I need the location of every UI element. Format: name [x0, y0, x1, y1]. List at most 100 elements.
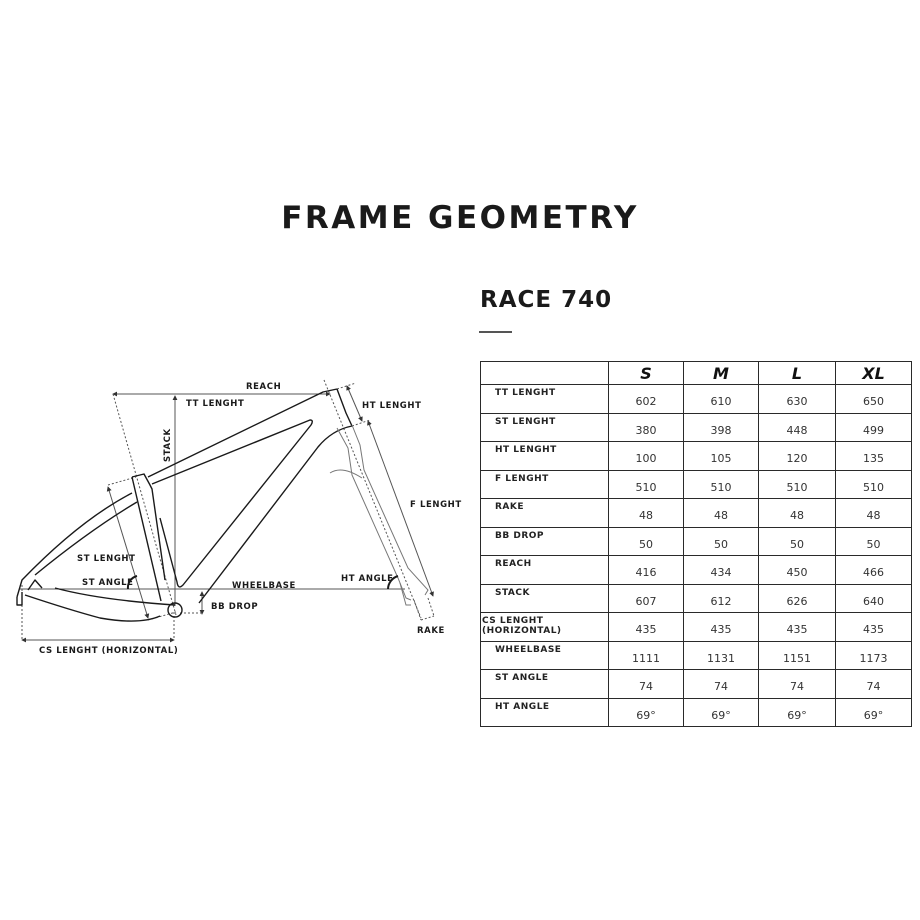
cell-value: 610 [683, 384, 759, 414]
label-bb-drop: BB DROP [211, 602, 258, 612]
cell-value: 380 [608, 412, 684, 442]
table-row: WHEELBASE 1111 1131 1151 1173 [480, 640, 912, 670]
label-st-angle: ST ANGLE [82, 578, 134, 588]
cell-value: 434 [683, 555, 759, 585]
header-size-s: S [608, 361, 684, 385]
cell-value: 650 [835, 384, 912, 414]
row-label: STACK [480, 583, 609, 613]
header-size-m: M [683, 361, 759, 385]
cell-value: 50 [758, 526, 836, 556]
bike-frame [16, 388, 353, 622]
header-size-xl: XL [835, 361, 912, 385]
label-ht-length: HT LENGHT [362, 401, 422, 411]
ht-angle-arc [387, 575, 399, 590]
table-row: HT LENGHT 100 105 120 135 [480, 441, 912, 471]
row-label: REACH [480, 555, 609, 585]
cell-value: 398 [683, 412, 759, 442]
page-title: FRAME GEOMETRY [281, 200, 639, 236]
frame-geometry-diagram: REACH TT LENGHT HT LENGHT STACK F LENGHT… [16, 379, 462, 656]
header-size-l: L [758, 361, 836, 385]
row-label: TT LENGHT [480, 384, 609, 414]
fork [329, 424, 429, 606]
cell-value: 435 [683, 612, 759, 642]
cell-value: 48 [835, 498, 912, 528]
cell-value: 510 [683, 469, 759, 499]
cell-value: 48 [758, 498, 836, 528]
cell-value: 69° [758, 697, 836, 727]
cell-value: 435 [608, 612, 684, 642]
cell-value: 50 [835, 526, 912, 556]
cell-value: 50 [608, 526, 684, 556]
row-label: WHEELBASE [480, 640, 609, 670]
label-ht-angle: HT ANGLE [341, 574, 394, 584]
cell-value: 602 [608, 384, 684, 414]
model-name: RACE 740 [480, 287, 613, 313]
dimension-lines [20, 385, 434, 643]
table-row: F LENGHT 510 510 510 510 [480, 469, 912, 499]
cell-value: 74 [683, 669, 759, 699]
label-stack: STACK [163, 428, 173, 462]
label-rake: RAKE [417, 626, 445, 636]
cell-value: 100 [608, 441, 684, 471]
cell-value: 450 [758, 555, 836, 585]
cell-value: 69° [835, 697, 912, 727]
cell-value: 435 [758, 612, 836, 642]
table-row: RAKE 48 48 48 48 [480, 498, 912, 528]
label-cs-length: CS LENGHT (HORIZONTAL) [39, 646, 178, 656]
table-row: REACH 416 434 450 466 [480, 555, 912, 585]
row-label: HT LENGHT [480, 441, 609, 471]
cell-value: 69° [608, 697, 684, 727]
label-tt-length: TT LENGHT [186, 399, 244, 409]
dotted-guides [21, 379, 435, 640]
cell-value: 510 [758, 469, 836, 499]
table-header-row: S M L XL [480, 361, 912, 385]
table-row: TT LENGHT 602 610 630 650 [480, 384, 912, 414]
cell-value: 48 [683, 498, 759, 528]
cell-value: 630 [758, 384, 836, 414]
row-label: F LENGHT [480, 469, 609, 499]
label-f-length: F LENGHT [410, 500, 462, 510]
angle-arcs [126, 575, 399, 590]
st-angle-arc [126, 575, 138, 590]
cell-value: 74 [758, 669, 836, 699]
cell-value: 1111 [608, 640, 684, 670]
cell-value: 69° [683, 697, 759, 727]
table-row: STACK 607 612 626 640 [480, 583, 912, 613]
cell-value: 626 [758, 583, 836, 613]
geometry-table: S M L XL TT LENGHT 602 610 630 650 ST LE… [480, 361, 912, 727]
cell-value: 435 [835, 612, 912, 642]
cell-value: 510 [608, 469, 684, 499]
cell-value: 48 [608, 498, 684, 528]
cell-value: 607 [608, 583, 684, 613]
row-label: RAKE [480, 498, 609, 528]
subtitle-divider [479, 331, 512, 333]
row-label: ST LENGHT [480, 412, 609, 442]
table-row: ST LENGHT 380 398 448 499 [480, 412, 912, 442]
row-label: HT ANGLE [480, 697, 609, 727]
cell-value: 612 [683, 583, 759, 613]
row-label: CS LENGHT (HORIZONTAL) [480, 612, 609, 642]
cell-value: 50 [683, 526, 759, 556]
cell-value: 499 [835, 412, 912, 442]
label-reach: REACH [246, 382, 281, 392]
cell-value: 135 [835, 441, 912, 471]
cell-value: 74 [608, 669, 684, 699]
cell-value: 448 [758, 412, 836, 442]
table-row: CS LENGHT (HORIZONTAL) 435 435 435 435 [480, 612, 912, 642]
row-label: BB DROP [480, 526, 609, 556]
row-label: ST ANGLE [480, 669, 609, 699]
cell-value: 74 [835, 669, 912, 699]
table-row: ST ANGLE 74 74 74 74 [480, 669, 912, 699]
cell-value: 105 [683, 441, 759, 471]
table-row: HT ANGLE 69° 69° 69° 69° [480, 697, 912, 727]
cell-value: 1173 [835, 640, 912, 670]
table-row: BB DROP 50 50 50 50 [480, 526, 912, 556]
cell-value: 1131 [683, 640, 759, 670]
cell-value: 1151 [758, 640, 836, 670]
cell-value: 466 [835, 555, 912, 585]
label-wheelbase: WHEELBASE [232, 581, 296, 591]
cell-value: 120 [758, 441, 836, 471]
cell-value: 416 [608, 555, 684, 585]
header-blank [480, 361, 609, 385]
cell-value: 640 [835, 583, 912, 613]
